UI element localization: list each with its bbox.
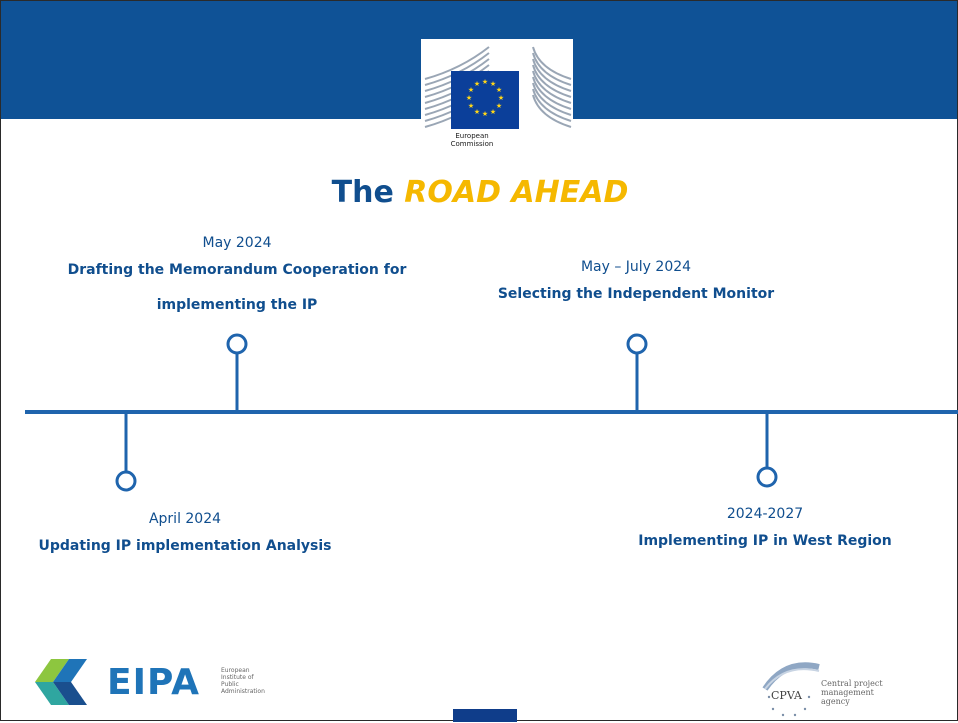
cpva-name-line: Central project [821, 679, 883, 688]
eipa-subtitle: European Institute of Public Administrat… [221, 667, 265, 695]
milestone-date: April 2024 [148, 511, 222, 527]
svg-text:★: ★ [466, 94, 472, 102]
milestone-4: 2024-2027 Implementing IP in West Region [605, 504, 925, 559]
eipa-logo: EIPA European Institute of Public Admini… [35, 657, 265, 711]
page-number-tab [453, 709, 517, 722]
logo-caption-line1: European [455, 132, 489, 140]
cpva-full-name: Central project management agency [821, 679, 941, 706]
svg-text:★: ★ [468, 102, 474, 110]
svg-text:★: ★ [496, 86, 502, 94]
eipa-sub-line: Institute of [221, 674, 254, 681]
title-prefix: The [331, 175, 394, 210]
milestone-description: Implementing IP in West Region [638, 533, 892, 549]
cpva-logo: CPVA Central project management agency [761, 655, 883, 723]
milestone-2: May – July 2024 Selecting the Independen… [491, 257, 781, 312]
milestone-description: Selecting the Independent Monitor [497, 286, 775, 302]
cpva-abbreviation: CPVA [771, 689, 802, 702]
european-commission-logo: ★ ★ ★ ★ ★ ★ ★ ★ ★ ★ ★ ★ European Commiss… [421, 39, 573, 151]
title-highlight: ROAD AHEAD [404, 175, 629, 210]
timeline-node-1 [226, 333, 248, 355]
cpva-arc-icon [762, 662, 820, 717]
milestone-description: implementing the IP [156, 297, 318, 313]
eipa-diamond-icon [35, 659, 87, 705]
svg-text:★: ★ [474, 108, 480, 116]
milestone-3: April 2024 Updating IP implementation An… [5, 509, 365, 564]
milestone-date: May – July 2024 [580, 259, 692, 275]
cpva-name-line: agency [821, 697, 850, 706]
svg-text:★: ★ [498, 94, 504, 102]
timeline-node-2 [626, 333, 648, 355]
milestone-date: 2024-2027 [726, 506, 804, 522]
svg-text:★: ★ [468, 86, 474, 94]
logo-caption-line2: Commission [450, 140, 494, 148]
ec-building-icon: ★ ★ ★ ★ ★ ★ ★ ★ ★ ★ ★ ★ [421, 46, 573, 131]
timeline-node-4 [756, 466, 778, 488]
svg-text:★: ★ [482, 110, 488, 118]
svg-text:★: ★ [496, 102, 502, 110]
svg-text:★: ★ [490, 80, 496, 88]
eipa-sub-line: Public [221, 681, 239, 688]
milestone-description: Drafting the Memorandum Cooperation for [67, 262, 407, 278]
cpva-name-line: management [821, 688, 874, 697]
eipa-name: EIPA [107, 662, 200, 703]
eipa-sub-line: Administration [221, 688, 265, 695]
milestone-description: Updating IP implementation Analysis [38, 538, 332, 554]
logo-caption: European Commission [421, 132, 523, 148]
svg-text:★: ★ [482, 78, 488, 86]
milestone-1: May 2024 Drafting the Memorandum Coopera… [51, 233, 423, 323]
timeline-node-3 [115, 470, 137, 492]
eipa-sub-line: European [221, 667, 250, 674]
milestone-date: May 2024 [202, 235, 272, 251]
svg-text:★: ★ [474, 80, 480, 88]
page-title: The ROAD AHEAD [1, 175, 958, 210]
svg-text:★: ★ [490, 108, 496, 116]
